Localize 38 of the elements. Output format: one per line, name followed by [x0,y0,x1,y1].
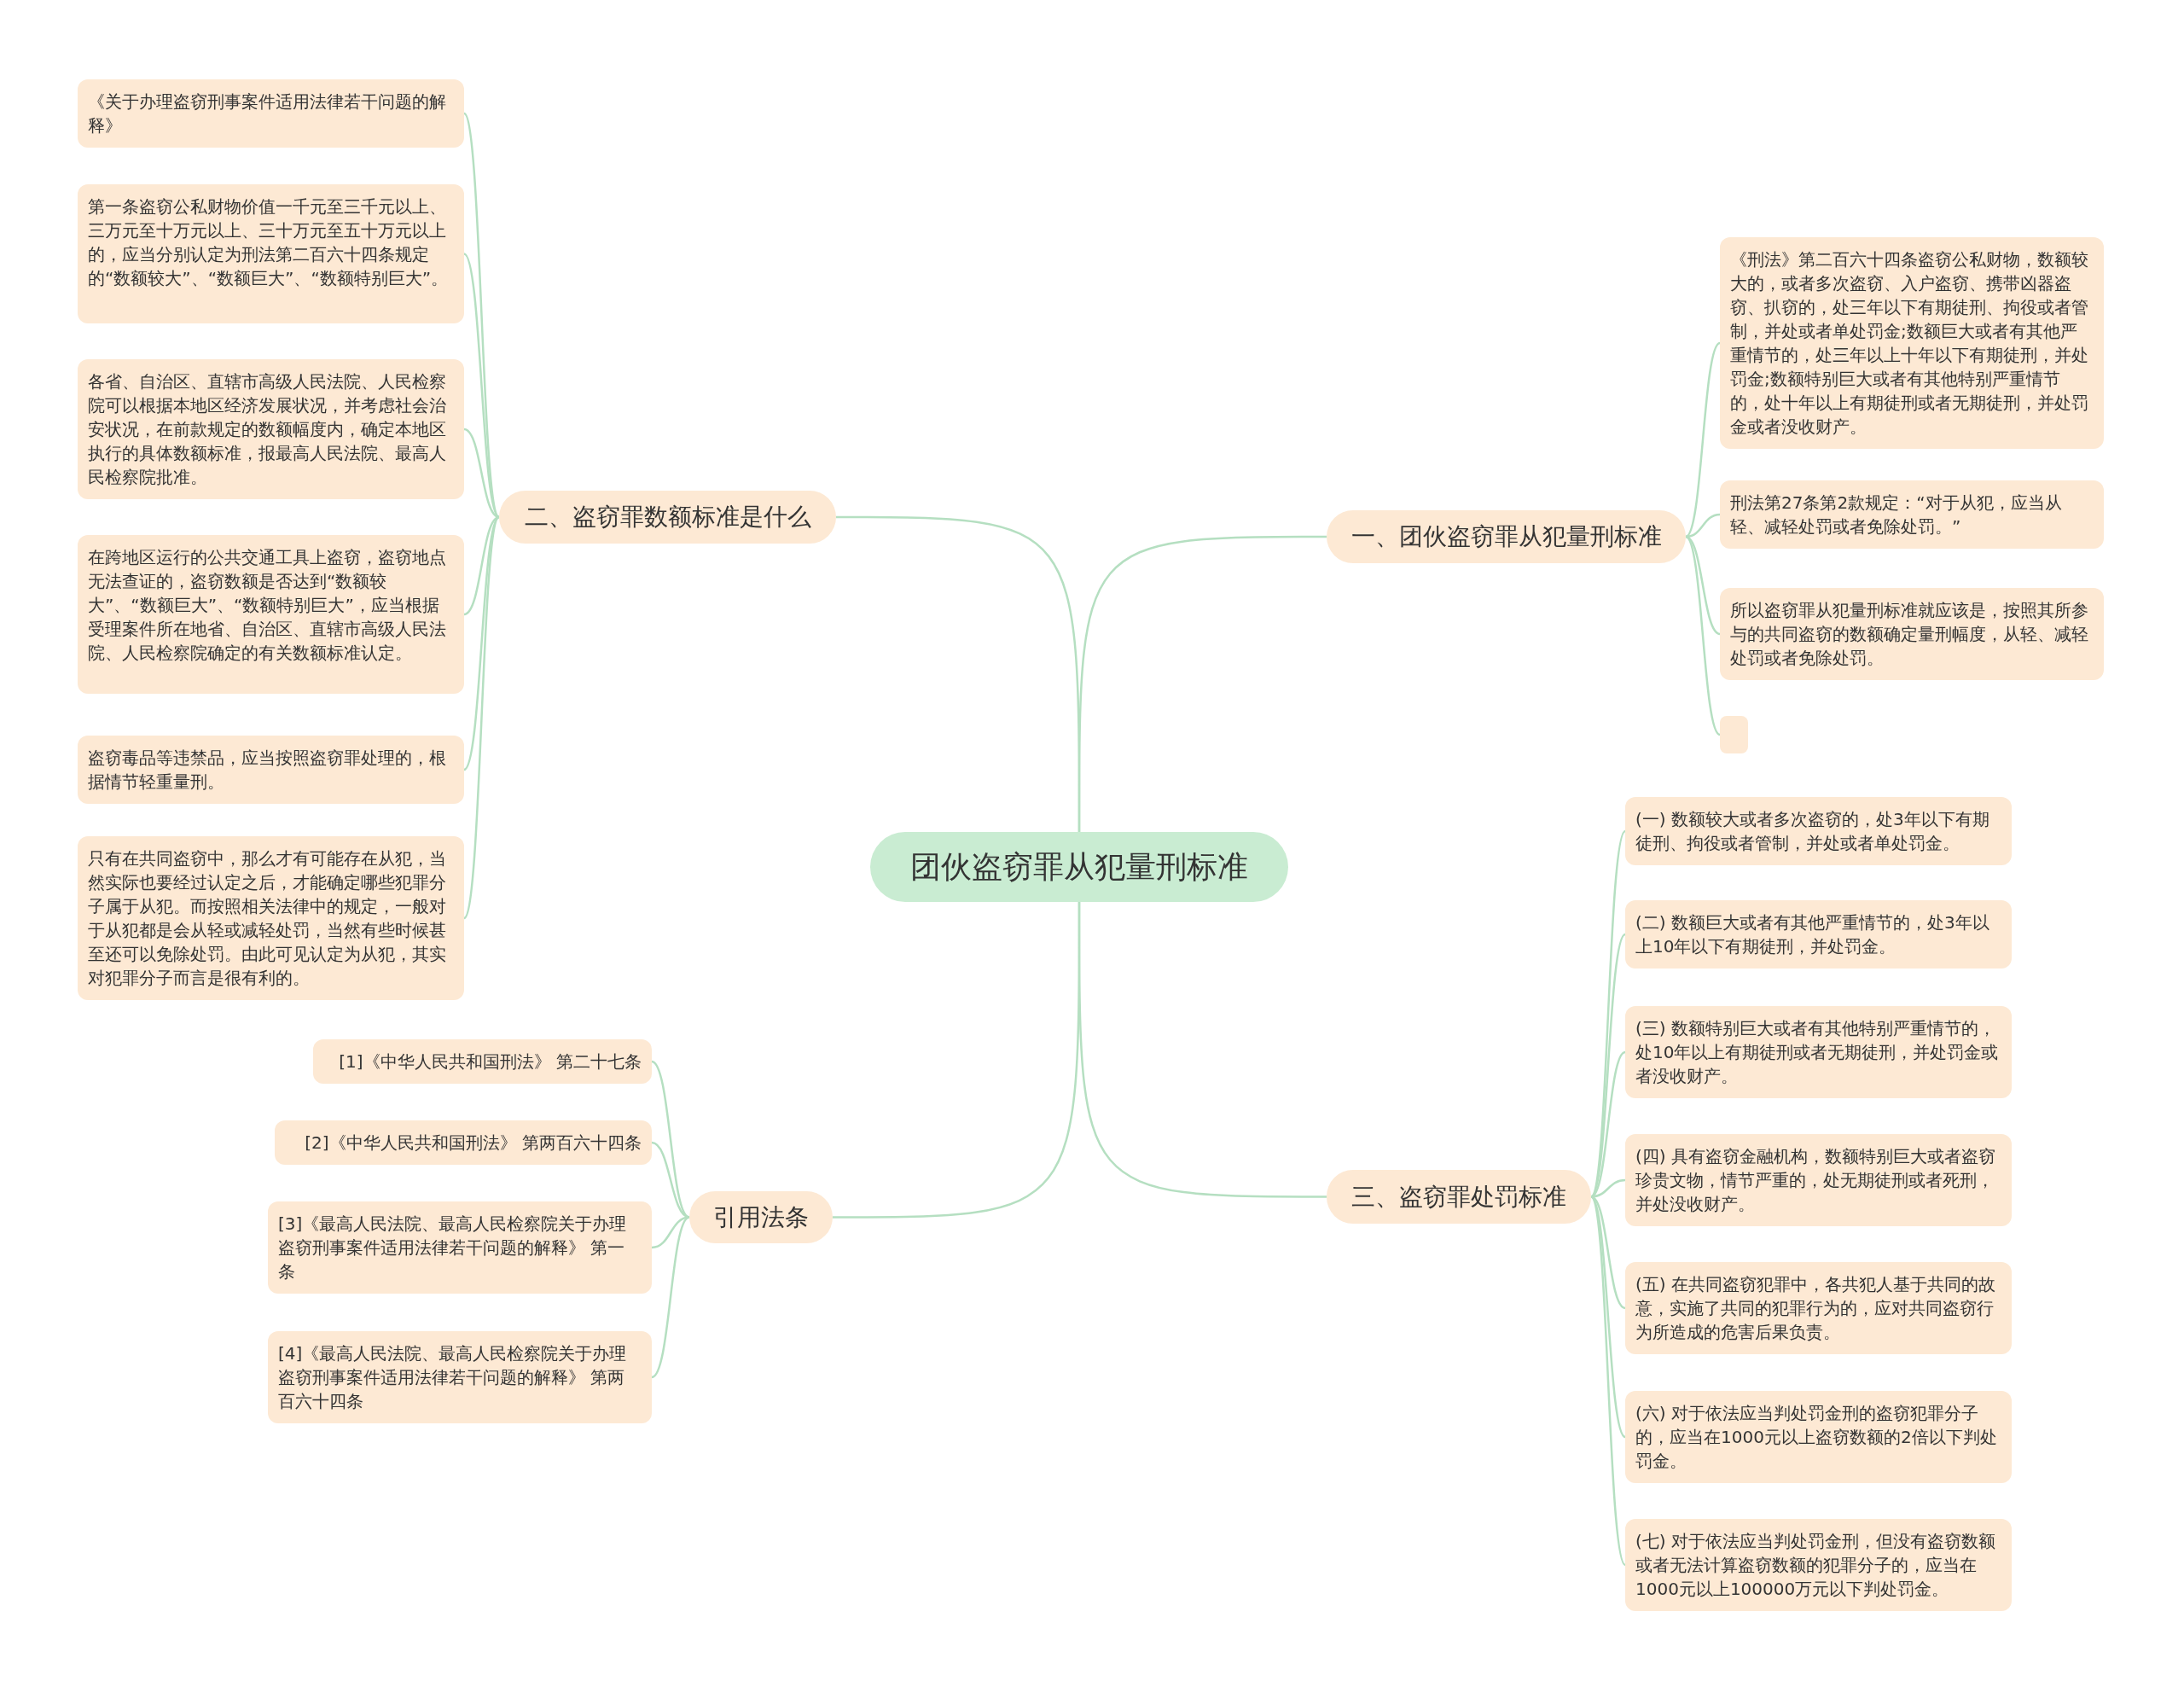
connector-line [462,113,501,518]
central-topic: 团伙盗窃罪从犯量刑标准 [870,832,1288,902]
note-card: (五) 在共同盗窃犯罪中，各共犯人基于共同的故意，实施了共同的犯罪行为的，应对共同盗窃行为所造成的危害后果负责。 [1625,1262,2012,1354]
connector-line [651,1061,690,1219]
connector-line [651,1216,690,1378]
connector-line [463,253,500,518]
connector-line [462,516,501,919]
note-card: 在跨地区运行的公共交通工具上盗窃，盗窃地点无法查证的，盗窃数额是否达到“数额较大”、“数额巨大”、“数额特别巨大”，应当根据受理案件所在地省、自治区、直辖市高级人民法院、人民检察院确定的有关数额标准认定。 [78,535,464,694]
branch-topic: 引用法条 [689,1191,833,1243]
connector-line [1685,536,1721,736]
branch-topic: 二、盗窃罪数额标准是什么 [499,491,836,544]
note-card: (三) 数额特别巨大或者有其他特别严重情节的，处10年以上有期徒刑或者无期徒刑，并处罚金或者没收财产。 [1625,1006,2012,1098]
note-card: [2]《中华人民共和国刑法》 第两百六十四条 [275,1120,652,1165]
connector-line [1685,342,1721,538]
note-card: [3]《最高人民法院、最高人民检察院关于办理盗窃刑事案件适用法律若干问题的解释》 第一条 [268,1201,652,1294]
connector-line [833,902,1081,1219]
note-card: (一) 数额较大或者多次盗窃的，处3年以下有期徒刑、拘役或者管制，并处或者单处罚金。 [1625,797,2012,865]
note-card: [1]《中华人民共和国刑法》 第二十七条 [313,1039,652,1084]
note-card: (四) 具有盗窃金融机构，数额特别巨大或者盗窃珍贵文物，情节严重的，处无期徒刑或者死刑，并处没收财产。 [1625,1134,2012,1226]
branch-topic: 三、盗窃罪处罚标准 [1327,1170,1591,1224]
note-card: 只有在共同盗窃中，那么才有可能存在从犯，当然实际也要经过认定之后，才能确定哪些犯罪分子属于从犯。而按照相关法律中的规定，一般对于从犯都是会从轻或减轻处罚，当然有些时候甚至还可以免除处罚。由此可见认定为从犯，其实对犯罪分子而言是很有利的。 [78,836,464,1000]
note-card: 第一条盗窃公私财物价值一千元至三千元以上、三万元至十万元以上、三十万元至五十万元以上的，应当分别认定为刑法第二百六十四条规定的“数额较大”、“数额巨大”、“数额特别巨大”。 [78,184,464,323]
connector-line [1685,535,1721,636]
note-card: 《刑法》第二百六十四条盗窃公私财物，数额较大的，或者多次盗窃、入户盗窃、携带凶器盗窃、扒窃的，处三年以下有期徒刑、拘役或者管制，并处或者单处罚金;数额巨大或者有其他严重情节的，处三年以上十年以下有期徒刑，并处罚金;数额特别巨大或者有其他特别严重情节的，处十年以上有期徒刑或者无期徒刑，并处罚金或者没收财产。 [1720,237,2104,449]
branch-topic: 一、团伙盗窃罪从犯量刑标准 [1327,510,1686,563]
connector-line [836,515,1081,832]
connector-line [1590,934,1626,1198]
note-card: (六) 对于依法应当判处罚金刑的盗窃犯罪分子的，应当在1000元以上盗窃数额的2倍以下判处罚金。 [1625,1391,2012,1483]
note-card: 各省、自治区、直辖市高级人民法院、人民检察院可以根据本地区经济发展状况，并考虑社会治安状况，在前款规定的数额幅度内，确定本地区执行的具体数额标准，报最高人民法院、最高人民检察院批准。 [78,359,464,499]
empty-card [1720,716,1748,753]
note-card: [4]《最高人民法院、最高人民检察院关于办理盗窃刑事案件适用法律若干问题的解释》 第两百六十四条 [268,1331,652,1423]
note-card: (二) 数额巨大或者有其他严重情节的，处3年以上10年以下有期徒刑，并处罚金。 [1625,900,2012,969]
note-card: 刑法第27条第2款规定：“对于从犯，应当从轻、减轻处罚或者免除处罚。” [1720,480,2104,549]
note-card: 《关于办理盗窃刑事案件适用法律若干问题的解释》 [78,79,464,148]
connector-line [1589,1195,1627,1566]
note-card: 盗窃毒品等违禁品，应当按照盗窃罪处理的，根据情节轻重量刑。 [78,736,464,804]
note-card: 所以盗窃罪从犯量刑标准就应该是，按照其所参与的共同盗窃的数额确定量刑幅度，从轻、减轻处罚或者免除处罚。 [1720,588,2104,680]
note-card: (七) 对于依法应当判处罚金刑，但没有盗窃数额或者无法计算盗窃数额的犯罪分子的，应当在1000元以上100000万元以下判处罚金。 [1625,1519,2012,1611]
